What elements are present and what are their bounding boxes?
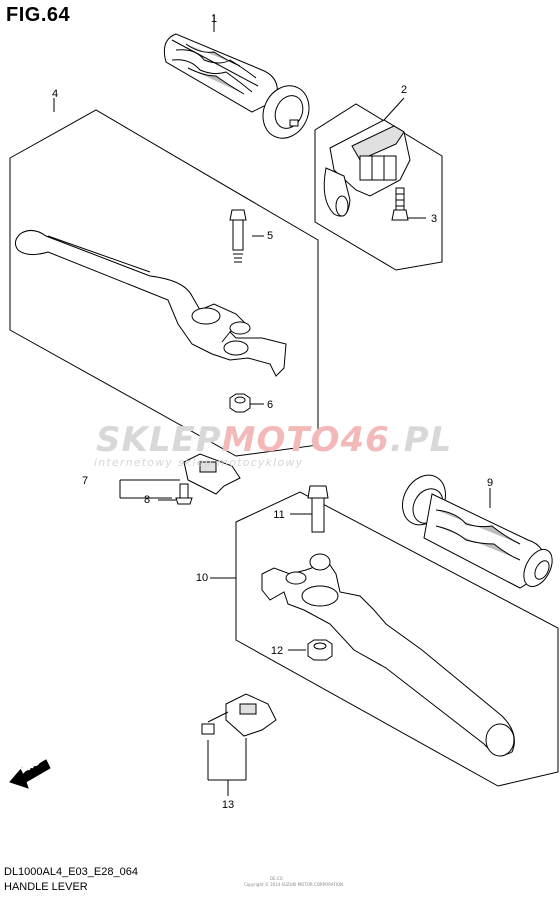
callout-11: 11: [273, 509, 285, 521]
callout-1: 1: [210, 13, 218, 25]
group-box-2: [314, 103, 443, 271]
callout-3: 3: [430, 213, 438, 225]
watermark-brand-part2: MOTO46: [221, 420, 390, 460]
tiny-code: DE.CO: [270, 876, 283, 881]
group-box-4: [9, 109, 319, 457]
watermark-tagline: internetowy sklep motocyklowy: [94, 456, 304, 469]
tiny-copyright: Copyright © 2014 SUZUKI MOTOR CORPORATIO…: [244, 882, 344, 887]
figure-subtitle: HANDLE LEVER: [4, 881, 88, 893]
callout-12: 12: [270, 645, 284, 657]
callout-10: 10: [195, 572, 209, 584]
screw-part-8: [158, 483, 193, 505]
lever-lower-part-10: [210, 553, 515, 757]
nut-part-6: [229, 393, 264, 413]
handlebar-weight-part-2: [323, 97, 411, 217]
watermark-brand: SKLEPMOTO46.PL: [96, 420, 452, 460]
bolt-part-5: [229, 209, 264, 263]
switch-upper-part-7: [119, 453, 241, 499]
group-box-10: [235, 491, 559, 787]
callout-9: 9: [486, 477, 494, 489]
grip-right-part-1: [163, 14, 310, 139]
callout-8: 8: [143, 494, 151, 506]
bolt-part-11: [290, 485, 329, 533]
lever-upper-part-4: [14, 98, 287, 377]
watermark-brand-part1: SKLEP: [96, 420, 222, 460]
fwd-arrow-icon: [9, 759, 51, 789]
figure-title: FIG.64: [6, 4, 71, 26]
model-code: DL1000AL4_E03_E28_064: [4, 866, 138, 878]
callout-13: 13: [221, 799, 235, 811]
screw-part-3: [391, 187, 426, 221]
nut-part-12: [288, 639, 333, 661]
callout-7: 7: [81, 475, 89, 487]
grip-left-part-9: [402, 474, 553, 589]
callout-2: 2: [400, 84, 408, 96]
callout-5: 5: [266, 230, 274, 242]
watermark-brand-part3: .PL: [389, 420, 453, 460]
callout-6: 6: [266, 399, 274, 411]
switch-lower-part-13: [201, 693, 277, 796]
callout-4: 4: [51, 88, 59, 100]
